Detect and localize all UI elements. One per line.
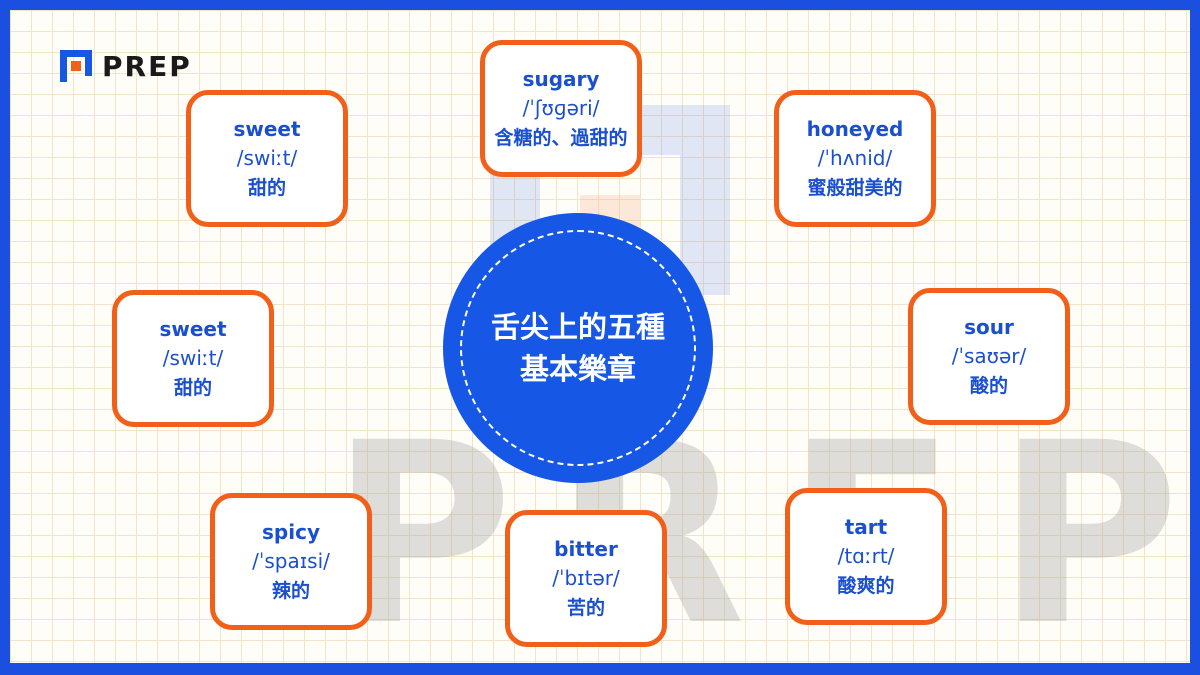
watermark-text: PREP bbox=[330, 389, 1190, 663]
card-ipa: /ˈbɪtər/ bbox=[552, 565, 620, 590]
card-word: sweet bbox=[159, 316, 227, 341]
card-word: sweet bbox=[233, 116, 301, 141]
vocab-card-honeyed: honeyed /ˈhʌnid/ 蜜般甜美的 bbox=[774, 90, 936, 227]
vocab-card-sugary: sugary /ˈʃʊɡəri/ 含糖的、過甜的 bbox=[480, 40, 642, 177]
vocab-card-sweet-1: sweet /swiːt/ 甜的 bbox=[186, 90, 348, 227]
card-word: sour bbox=[964, 314, 1014, 339]
vocab-card-spicy: spicy /ˈspaɪsi/ 辣的 bbox=[210, 493, 372, 630]
vocab-card-sour: sour /ˈsaʊər/ 酸的 bbox=[908, 288, 1070, 425]
prep-logo-icon bbox=[60, 50, 92, 82]
diagram-canvas: PREP PREP 舌尖上的五種 基本樂章 sugary /ˈʃʊɡəri/ 含… bbox=[10, 10, 1190, 663]
card-meaning: 辣的 bbox=[271, 579, 310, 602]
card-ipa: /ˈhʌnid/ bbox=[817, 145, 893, 170]
center-dashed-ring: 舌尖上的五種 基本樂章 bbox=[460, 230, 696, 466]
card-ipa: /swiːt/ bbox=[162, 345, 224, 370]
card-meaning: 甜的 bbox=[173, 376, 212, 399]
center-topic-circle: 舌尖上的五種 基本樂章 bbox=[443, 213, 713, 483]
card-ipa: /ˈʃʊɡəri/ bbox=[522, 95, 600, 120]
center-title-line-2: 基本樂章 bbox=[519, 352, 636, 386]
card-meaning: 酸爽的 bbox=[837, 574, 895, 597]
card-meaning: 蜜般甜美的 bbox=[807, 176, 903, 199]
card-word: honeyed bbox=[806, 116, 904, 141]
card-meaning: 含糖的、過甜的 bbox=[494, 126, 628, 149]
logo-text: PREP bbox=[102, 49, 192, 83]
card-word: bitter bbox=[554, 536, 618, 561]
center-title-line-1: 舌尖上的五種 bbox=[490, 310, 665, 344]
card-ipa: /ˈsaʊər/ bbox=[951, 343, 1027, 368]
card-word: spicy bbox=[262, 519, 320, 544]
card-word: tart bbox=[844, 514, 888, 539]
prep-logo[interactable]: PREP bbox=[58, 48, 192, 84]
card-ipa: /tɑːrt/ bbox=[837, 543, 895, 568]
card-word: sugary bbox=[522, 66, 600, 91]
card-ipa: /swiːt/ bbox=[236, 145, 298, 170]
vocab-card-tart: tart /tɑːrt/ 酸爽的 bbox=[785, 488, 947, 625]
card-meaning: 苦的 bbox=[566, 596, 605, 619]
card-ipa: /ˈspaɪsi/ bbox=[252, 548, 330, 573]
vocab-card-bitter: bitter /ˈbɪtər/ 苦的 bbox=[505, 510, 667, 647]
vocab-card-sweet-2: sweet /swiːt/ 甜的 bbox=[112, 290, 274, 427]
card-meaning: 酸的 bbox=[969, 374, 1008, 397]
card-meaning: 甜的 bbox=[247, 176, 286, 199]
